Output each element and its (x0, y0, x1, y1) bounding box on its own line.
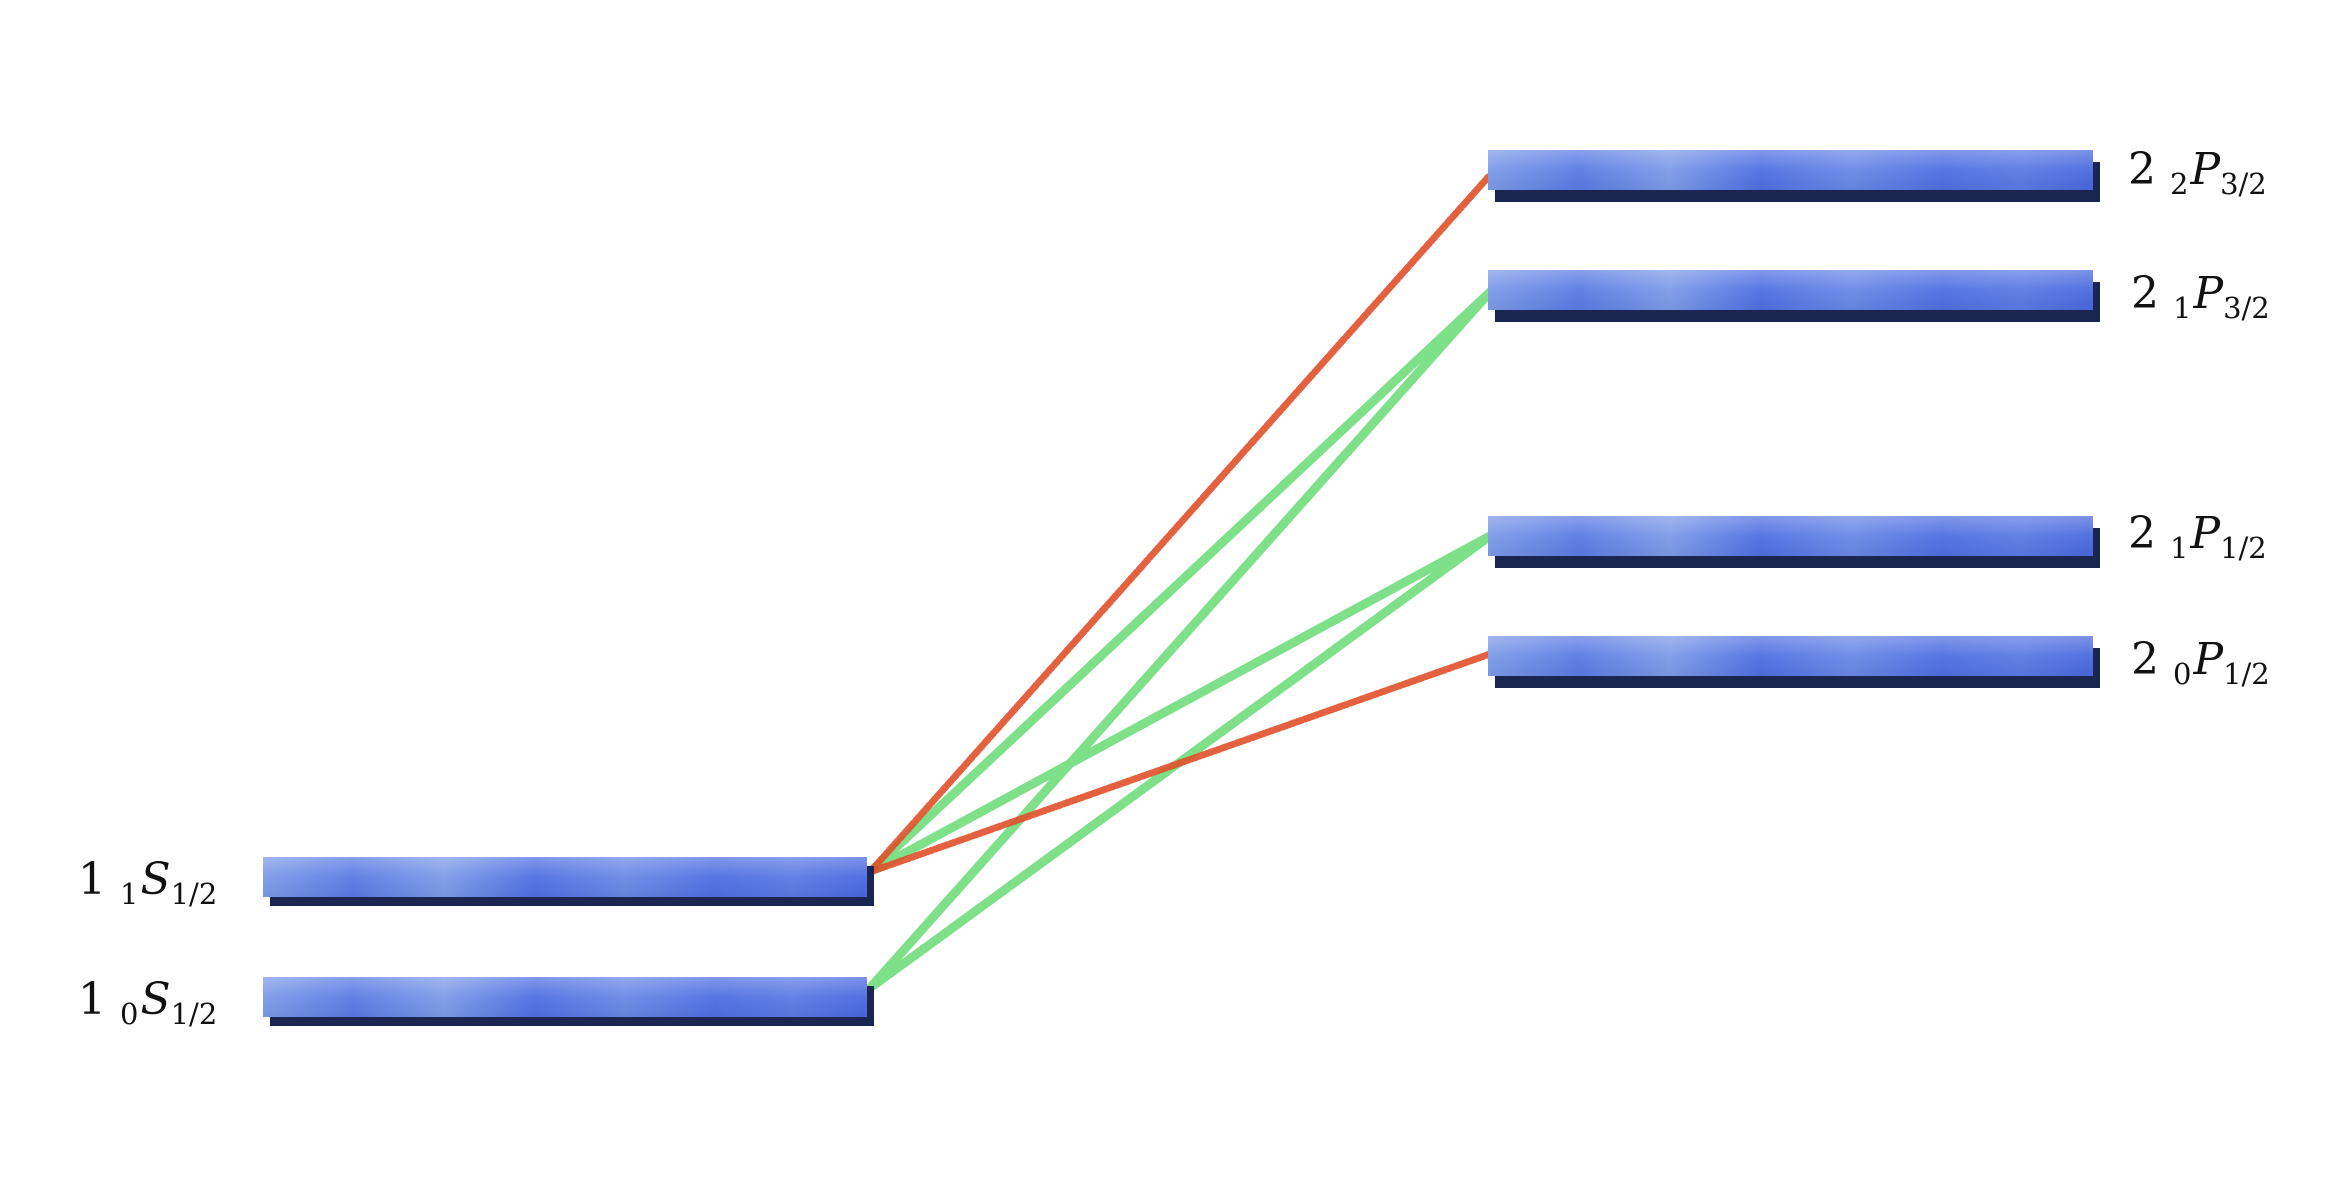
level-label-1-1-S: 1 1S1/2 (78, 858, 217, 909)
label-j: 3/2 (2220, 167, 2267, 201)
transitions-layer (865, 171, 1495, 993)
level-bar-gloss (263, 857, 867, 897)
label-n: 2 (2128, 508, 2156, 559)
level-label-1-0-S: 1 0S1/2 (78, 978, 217, 1029)
allowed-transition-g0-e2 (865, 287, 1495, 993)
level-bar-gloss (1488, 516, 2093, 556)
level-label-2-1-P-3-2: 2 1P3/2 (2131, 272, 2270, 323)
label-n: 2 (2131, 634, 2159, 685)
label-j: 1/2 (2220, 531, 2267, 565)
label-n: 2 (2128, 144, 2156, 195)
forbidden-transition-g1-e3 (866, 171, 1494, 876)
label-j: 3/2 (2223, 291, 2270, 325)
label-m: 0 (120, 997, 139, 1031)
label-m: 1 (2170, 531, 2189, 565)
label-symbol: S (140, 854, 171, 905)
level-bar-gloss (1488, 270, 2093, 310)
label-symbol: P (2190, 508, 2221, 559)
label-n: 1 (78, 974, 106, 1025)
label-m: 2 (2170, 167, 2189, 201)
label-symbol: S (140, 974, 171, 1025)
label-symbol: P (2193, 634, 2224, 685)
level-label-2-0-P-1-2: 2 0P1/2 (2131, 638, 2270, 689)
label-symbol: P (2193, 268, 2224, 319)
level-2-1-P-1-2 (1488, 516, 2100, 568)
forbidden-transition-g1-e0 (866, 650, 1494, 876)
label-n: 1 (78, 854, 106, 905)
level-bar-gloss (263, 977, 867, 1017)
label-j: 1/2 (170, 997, 218, 1031)
label-j: 1/2 (2223, 657, 2270, 691)
level-label-2-2-P-3-2: 2 2P3/2 (2128, 148, 2267, 199)
label-m: 0 (2173, 657, 2192, 691)
level-1-0-S-1-2 (263, 977, 874, 1026)
allowed-transition-g1-e2 (865, 287, 1495, 877)
label-m: 1 (120, 877, 139, 911)
level-bar-gloss (1488, 150, 2093, 190)
allowed-transition-g1-e1 (865, 531, 1495, 877)
level-2-2-P-3-2 (1488, 150, 2100, 202)
level-label-2-1-P-1-2: 2 1P1/2 (2128, 512, 2267, 563)
level-1-1-S-1-2 (263, 857, 874, 906)
label-j: 1/2 (170, 877, 218, 911)
level-2-0-P-1-2 (1488, 636, 2100, 688)
level-2-1-P-3-2 (1488, 270, 2100, 322)
level-bar-gloss (1488, 636, 2093, 676)
label-m: 1 (2173, 291, 2192, 325)
label-n: 2 (2131, 268, 2159, 319)
label-symbol: P (2190, 144, 2221, 195)
